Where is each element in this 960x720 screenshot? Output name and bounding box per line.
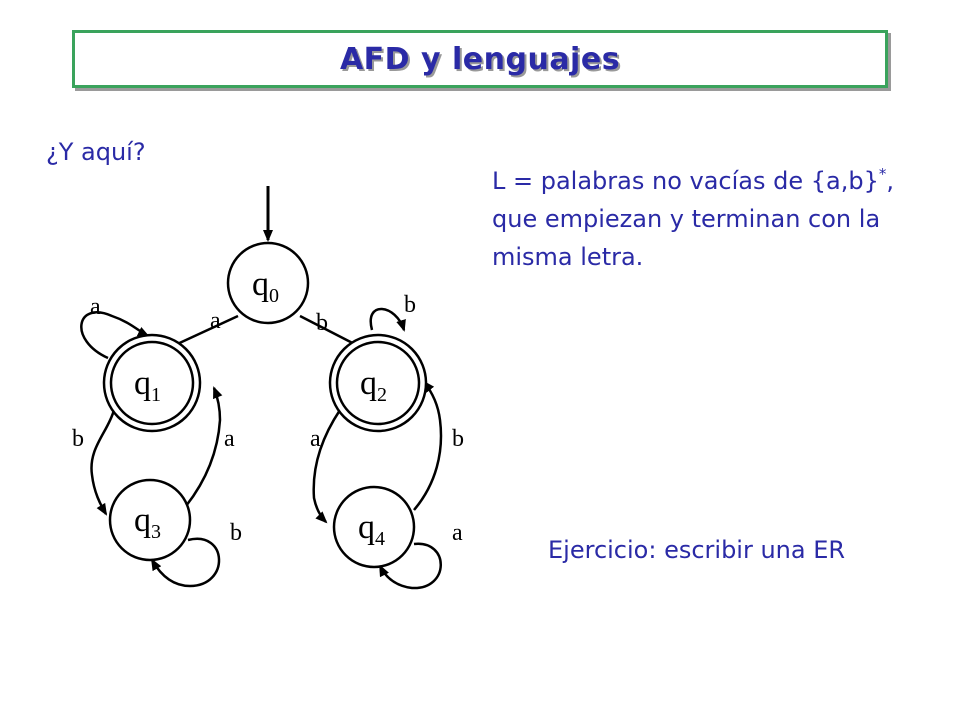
label-loop-q4: a xyxy=(452,520,463,546)
label-q0-q1: a xyxy=(210,308,221,334)
label-q4-q2: b xyxy=(452,426,464,452)
state-q2-name: q xyxy=(360,365,377,402)
kleene-star: * xyxy=(878,165,887,183)
state-q3: q3 xyxy=(108,478,192,562)
state-q1-name: q xyxy=(134,365,151,402)
label-loop-q3: b xyxy=(230,520,242,546)
state-q1: q1 xyxy=(102,333,202,433)
state-q1-index: 1 xyxy=(151,384,161,406)
state-q2: q2 xyxy=(328,333,428,433)
loop-q2 xyxy=(369,307,406,332)
state-q4-index: 4 xyxy=(375,528,385,550)
exercise-text: Ejercicio: escribir una ER xyxy=(548,536,846,564)
language-definition: L = palabras no vacías de {a,b}*, que em… xyxy=(492,162,932,276)
state-q0: q0 xyxy=(226,241,310,325)
title-banner: AFD y lenguajes xyxy=(72,30,888,88)
state-q3-index: 3 xyxy=(151,521,161,543)
svg-text:q4: q4 xyxy=(358,509,385,550)
label-q1-q3: b xyxy=(72,426,84,452)
state-q2-index: 2 xyxy=(377,384,387,406)
slide-title: AFD y lenguajes xyxy=(339,41,621,77)
svg-text:q0: q0 xyxy=(252,266,279,307)
edge-q3-q1 xyxy=(185,386,223,507)
state-q0-name: q xyxy=(252,266,269,303)
state-q0-index: 0 xyxy=(269,285,279,307)
language-def-part1: L = palabras no vacías de {a,b} xyxy=(492,167,879,195)
state-q3-name: q xyxy=(134,502,151,539)
language-def-part2: , que empiezan y terminan con la misma l… xyxy=(492,167,895,271)
loop-q4 xyxy=(378,542,442,590)
label-loop-q2: b xyxy=(404,292,416,318)
state-q4-name: q xyxy=(358,509,375,546)
svg-text:q3: q3 xyxy=(134,502,161,543)
edge-q1-q3 xyxy=(90,409,116,516)
loop-q1 xyxy=(80,311,150,360)
label-q2-q4: a xyxy=(310,426,321,452)
label-q0-q2: b xyxy=(316,310,328,336)
svg-text:q2: q2 xyxy=(360,365,387,406)
edge-q2-q4 xyxy=(312,409,342,524)
svg-text:q1: q1 xyxy=(134,365,161,406)
question-text: ¿Y aquí? xyxy=(46,138,146,166)
state-q4: q4 xyxy=(332,485,416,569)
loop-q3 xyxy=(150,537,221,588)
label-q3-q1: a xyxy=(224,426,235,452)
edge-q4-q2 xyxy=(413,380,443,511)
label-loop-q1: a xyxy=(90,294,101,320)
